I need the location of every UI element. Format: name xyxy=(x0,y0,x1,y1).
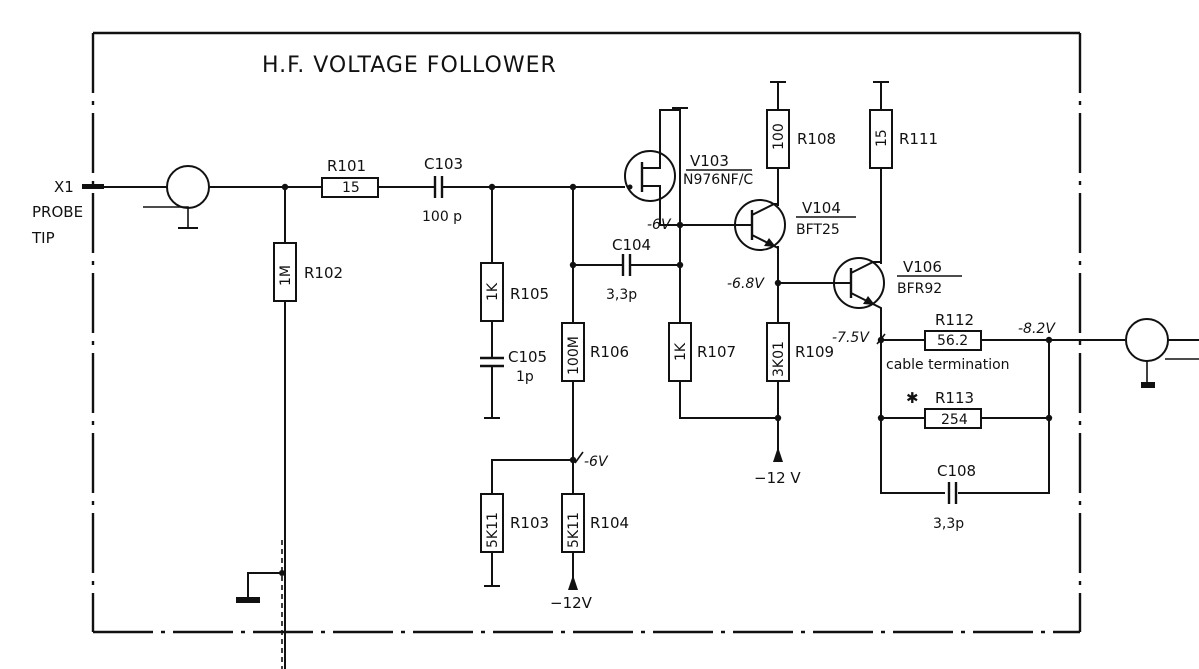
r103-value: 5K11 xyxy=(485,512,501,548)
r106-tap-voltage: -6V xyxy=(584,454,609,470)
probe-connector-label: X1 xyxy=(54,178,74,196)
v103-source-voltage: -6V xyxy=(647,217,672,233)
r108-resistor: 100 R108 xyxy=(766,81,836,206)
circuit-frame xyxy=(91,31,1082,634)
r104-supply-voltage: −12V xyxy=(550,594,593,612)
r112-note: cable termination xyxy=(886,357,1010,373)
r103-ref: R103 xyxy=(510,514,549,532)
c104-ref: C104 xyxy=(612,236,651,254)
r113-mark: ✱ xyxy=(906,389,919,407)
v104-type: BFT25 xyxy=(796,222,840,238)
v106-type: BFR92 xyxy=(897,281,942,297)
v106-emitter-voltage: -7.5V xyxy=(832,330,870,346)
mid-supply-voltage: −12 V xyxy=(754,469,801,487)
r106-value: 100M xyxy=(566,336,582,375)
r107-value: 1K xyxy=(673,342,689,361)
r113-ref: R113 xyxy=(935,389,974,407)
v106-ref: V106 xyxy=(903,258,942,276)
r102-resistor: 1M R102 xyxy=(236,183,343,669)
r104-value: 5K11 xyxy=(566,512,582,548)
r108-ref: R108 xyxy=(797,130,836,148)
v103-fet: V103 N976NF/C xyxy=(624,107,753,202)
v104-transistor: V104 BFT25 xyxy=(734,199,856,251)
v103-source-node: -6V xyxy=(647,186,735,323)
r101-resistor: R101 15 xyxy=(321,157,434,198)
probe-input: X1 PROBE TIP xyxy=(31,165,322,247)
v104-ref: V104 xyxy=(802,199,841,217)
r102-value: 1M xyxy=(278,265,294,286)
c108-ref: C108 xyxy=(937,462,976,480)
v103-ref: V103 xyxy=(690,152,729,170)
c105-ref: C105 xyxy=(508,348,547,366)
v104-emitter-node: -6.8V 3K01 R109 −12 V xyxy=(727,246,834,487)
r105-ref: R105 xyxy=(510,285,549,303)
c105-value: 1p xyxy=(516,369,534,385)
schematic-title: H.F. VOLTAGE FOLLOWER xyxy=(262,53,557,78)
r107-ref: R107 xyxy=(697,343,736,361)
r112-ref: R112 xyxy=(935,311,974,329)
r101-ref: R101 xyxy=(327,157,366,175)
probe-label-line1: PROBE xyxy=(32,203,83,221)
output-network: -7.5V R112 56.2 cable termination -8.2V … xyxy=(832,311,1125,532)
v103-type: N976NF/C xyxy=(683,172,753,188)
r106-ref: R106 xyxy=(590,343,629,361)
r104-ref: R104 xyxy=(590,514,629,532)
c103-capacitor: C103 100 p xyxy=(422,155,625,225)
c104-capacitor: C104 3,3p xyxy=(573,236,684,303)
r112-value: 56.2 xyxy=(937,333,968,349)
r109-value: 3K01 xyxy=(771,341,787,377)
v104-emitter-voltage: -6.8V xyxy=(727,276,765,292)
c108-value: 3,3p xyxy=(933,516,964,532)
r102-ref: R102 xyxy=(304,264,343,282)
c103-ref: C103 xyxy=(424,155,463,173)
r111-ref: R111 xyxy=(899,130,938,148)
r111-resistor: 15 R111 xyxy=(869,81,938,264)
r111-value: 15 xyxy=(874,129,890,147)
v106-transistor: V106 BFR92 xyxy=(833,257,962,340)
r108-value: 100 xyxy=(771,123,787,150)
probe-label-line2: TIP xyxy=(31,229,55,247)
r105-c105-branch: 1K R105 C105 1p xyxy=(480,183,549,419)
output-voltage: -8.2V xyxy=(1018,321,1056,337)
r109-ref: R109 xyxy=(795,343,834,361)
r113-value: 254 xyxy=(941,412,968,428)
output-connector xyxy=(1125,318,1199,388)
r105-value: 1K xyxy=(485,282,501,301)
c103-value: 100 p xyxy=(422,209,462,225)
r101-value: 15 xyxy=(342,180,360,196)
r106-r103-r104-branch: 100M R106 -6V 5K11 R103 5K11 R104 −12V xyxy=(480,183,629,612)
c104-value: 3,3p xyxy=(606,287,637,303)
r107-resistor: 1K R107 xyxy=(668,322,778,419)
